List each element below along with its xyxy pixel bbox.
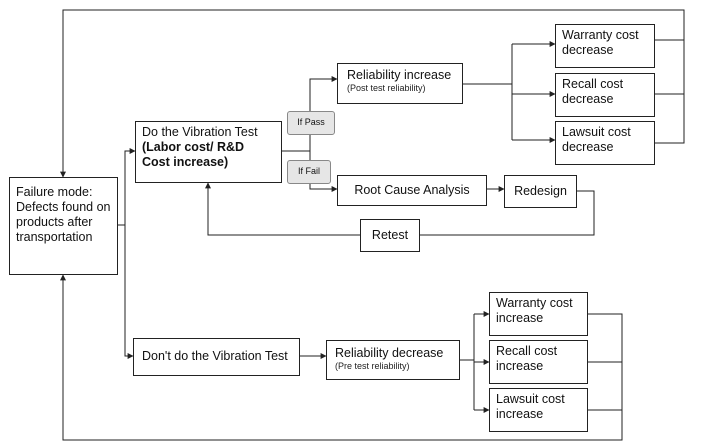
reliability-increase-title: Reliability increase [347, 68, 452, 82]
redesign-box: Redesign [504, 175, 577, 208]
redesign-label: Redesign [514, 184, 567, 198]
warranty-decrease-box: Warranty cost decrease [555, 24, 655, 68]
retest-label: Retest [371, 228, 409, 242]
root-cause-box: Root Cause Analysis [337, 175, 487, 206]
lawsuit-increase-label: Lawsuit cost increase [496, 392, 565, 421]
failure-mode-box: Failure mode: Defects found on products … [9, 177, 118, 275]
recall-decrease-label: Recall cost decrease [562, 77, 624, 106]
top-feedback-line [60, 9, 685, 178]
reliability-decrease-box: Reliability decrease (Pre test reliabili… [326, 340, 460, 380]
warranty-decrease-label: Warranty cost decrease [562, 28, 639, 57]
root-cause-label: Root Cause Analysis [354, 183, 470, 197]
failure-mode-label: Failure mode: Defects found on products … [16, 185, 111, 244]
bottom-feedback-line [60, 274, 623, 441]
if-pass-tag: If Pass [287, 111, 335, 135]
if-fail-label: If Fail [297, 166, 320, 176]
retest-box: Retest [360, 219, 420, 252]
lawsuit-decrease-box: Lawsuit cost decrease [555, 121, 655, 165]
lawsuit-increase-box: Lawsuit cost increase [489, 388, 588, 432]
recall-decrease-box: Recall cost decrease [555, 73, 655, 117]
if-fail-tag: If Fail [287, 160, 331, 184]
vibration-test-title: Do the Vibration Test [142, 125, 258, 139]
if-pass-label: If Pass [297, 117, 325, 127]
recall-increase-label: Recall cost increase [496, 344, 558, 373]
warranty-increase-label: Warranty cost increase [496, 296, 573, 325]
warranty-increase-box: Warranty cost increase [489, 292, 588, 336]
no-vibration-test-box: Don't do the Vibration Test [133, 338, 300, 376]
no-vibration-test-label: Don't do the Vibration Test [142, 349, 288, 363]
split-line [118, 148, 136, 226]
reliability-increase-box: Reliability increase (Post test reliabil… [337, 63, 463, 104]
reliability-decrease-title: Reliability decrease [335, 346, 444, 360]
reliability-decrease-sub: (Pre test reliability) [335, 361, 410, 371]
lawsuit-decrease-label: Lawsuit cost decrease [562, 125, 631, 154]
recall-increase-box: Recall cost increase [489, 340, 588, 384]
reliability-increase-sub: (Post test reliability) [347, 83, 426, 93]
vibration-test-box: Do the Vibration Test (Labor cost/ R&D C… [135, 121, 282, 183]
vibration-test-cost: (Labor cost/ R&D Cost increase) [142, 140, 245, 169]
